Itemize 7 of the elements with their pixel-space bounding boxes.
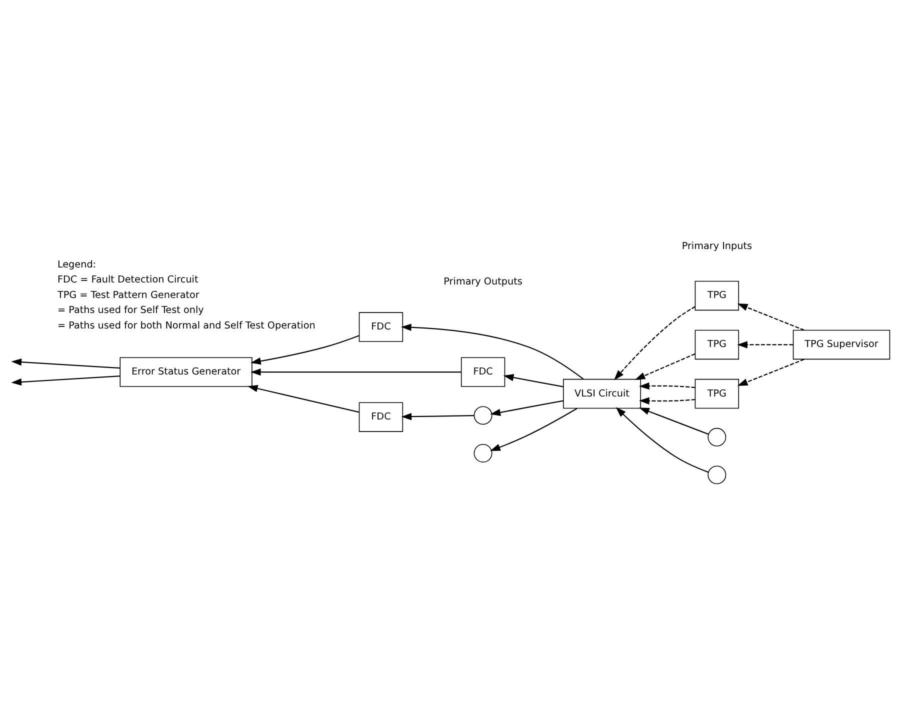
label: Primary Outputs — [444, 276, 522, 288]
label: FDC = Fault Detection Circuit — [57, 274, 198, 286]
label: Primary Inputs — [682, 241, 752, 252]
label: TPG = Test Pattern Generator — [57, 290, 200, 301]
legend-label: = Paths used for Self Test only — [57, 305, 204, 316]
legend-label: = Paths used for both Normal and Self Test Operation — [57, 320, 316, 332]
label: Legend: — [57, 259, 96, 270]
